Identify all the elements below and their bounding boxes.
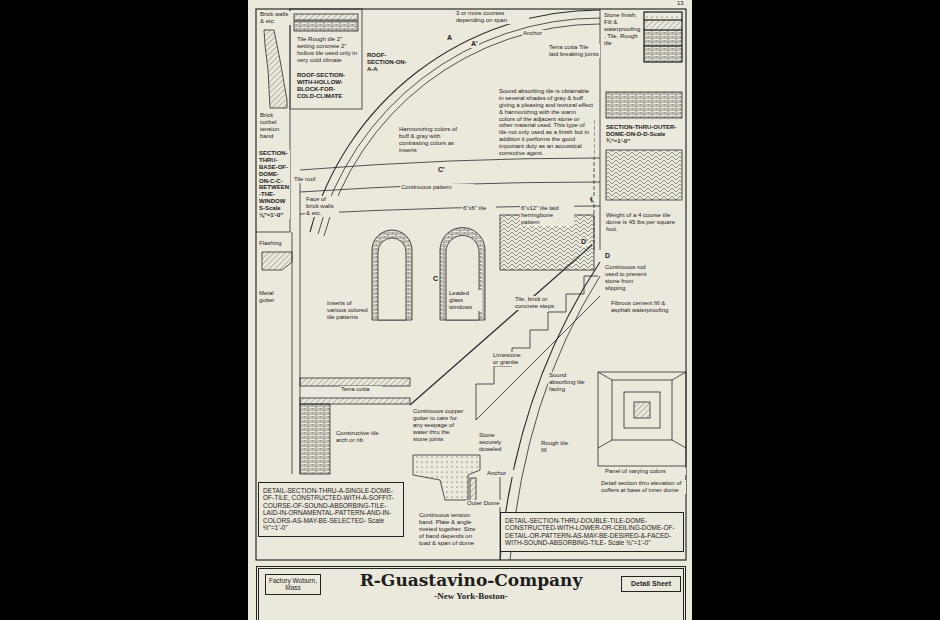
callout-label: Detail section thru elevation of coffers… xyxy=(600,480,686,494)
caption-box: DETAIL-SECTION-THRU-A-SINGLE-DOME-OF-TIL… xyxy=(258,482,404,537)
office-cities: -New York-Boston- xyxy=(259,591,683,601)
section-title: SECTION-THRU-BASE-OF-DOME-ON-C-C-BETWEEN… xyxy=(258,150,290,219)
callout-label: Continuous pattern xyxy=(400,184,474,191)
callout-label: Tile Rough tile 2" setting concrete 2" h… xyxy=(296,36,360,64)
callout-label: Rough tile fill xyxy=(540,440,574,454)
page-number: 13 xyxy=(676,0,685,7)
callout-label: Inserts of various colored tile patterns xyxy=(326,300,370,321)
callout-label: Panel of varying colors xyxy=(604,468,686,475)
callout-label: Anchor xyxy=(522,30,554,37)
callout-label: Tile, brick or concrete steps xyxy=(514,296,556,310)
caption-text: DETAIL-SECTION-THRU-DOUBLE-TILE-DOME-CON… xyxy=(505,517,679,547)
callout-label: 6"x12" tile laid herringbone pattern xyxy=(520,205,574,226)
callout-label: Sound absorbing tile facing xyxy=(548,372,594,393)
callout-label: 3 or more courses depending on span xyxy=(455,10,529,24)
callout-label: Stone finish, Fill & waterproofing, Tile… xyxy=(603,12,643,46)
company-name: R-Guastavino-Company xyxy=(259,571,683,591)
callout-label: Tile roof xyxy=(293,176,325,183)
callout-label: Brick corbel tension band xyxy=(259,112,289,140)
callout-label: Face of brick walls & etc. xyxy=(305,196,339,217)
section-marker: A xyxy=(446,34,453,42)
section-marker: C' xyxy=(437,166,446,174)
callout-label: Constructive tile arch or rib xyxy=(335,430,383,444)
caption-box: DETAIL-SECTION-THRU-DOUBLE-TILE-DOME-CON… xyxy=(500,512,684,552)
callout-label: Continuous copper gutter to care for any… xyxy=(412,408,466,442)
callout-label: Terra cotta xyxy=(340,386,382,393)
callout-label: Limestone or granite xyxy=(492,352,528,366)
callout-label: Flashing xyxy=(258,240,290,247)
section-marker: A' xyxy=(470,40,479,48)
callout-label: Leaded glass windows xyxy=(448,290,482,311)
section-marker: D xyxy=(604,252,611,260)
callout-label: Sound absorbing tile is obtainable in se… xyxy=(498,88,594,157)
callout-label: Terra cotta Tile laid breaking joints xyxy=(548,44,600,58)
callout-label: Weight of a 4 course tile dome is 45 lbs… xyxy=(605,212,683,233)
section-marker: D' xyxy=(580,238,589,246)
factory-box: Factory Woburn, Mass xyxy=(265,574,321,595)
sheet-name: Detail Sheet xyxy=(625,580,677,588)
callout-label: Stone securely doweled xyxy=(478,432,516,453)
section-marker: ℄ xyxy=(589,196,595,204)
section-title: SECTION-THRU-OUTER-DOME-ON-D-D-Scale ¾"=… xyxy=(605,124,683,145)
callout-label: Continuous rod used to prevent stone fro… xyxy=(604,264,650,292)
section-marker: C xyxy=(432,275,439,283)
callout-label: Harmonizing colors of buff & gray with c… xyxy=(398,126,464,154)
caption-text: DETAIL-SECTION-THRU-A-SINGLE-DOME-OF-TIL… xyxy=(263,487,399,532)
sheet-box: Detail Sheet xyxy=(621,576,681,592)
callout-label: 6"x6" tile xyxy=(462,205,496,212)
callout-label: Continuous tension band. Plate & angle r… xyxy=(418,512,482,546)
section-title: ROOF-SECTION-WITH-HOLLOW-BLOCK-FOR-COLD-… xyxy=(296,72,350,100)
section-title: ROOF-SECTION-ON-A-A xyxy=(366,52,408,73)
callout-label: Metal gutter xyxy=(258,290,288,304)
callout-label: Brick walls & etc. xyxy=(259,11,291,25)
callout-label: Anchor xyxy=(486,470,516,477)
callout-label: Outer Dome xyxy=(466,500,502,507)
title-block: R-Guastavino-Company-New York-Boston-Fac… xyxy=(256,566,686,620)
factory-note: Factory Woburn, Mass xyxy=(269,577,317,592)
callout-label: Fibrous cement fill & asphalt waterproof… xyxy=(610,300,672,314)
